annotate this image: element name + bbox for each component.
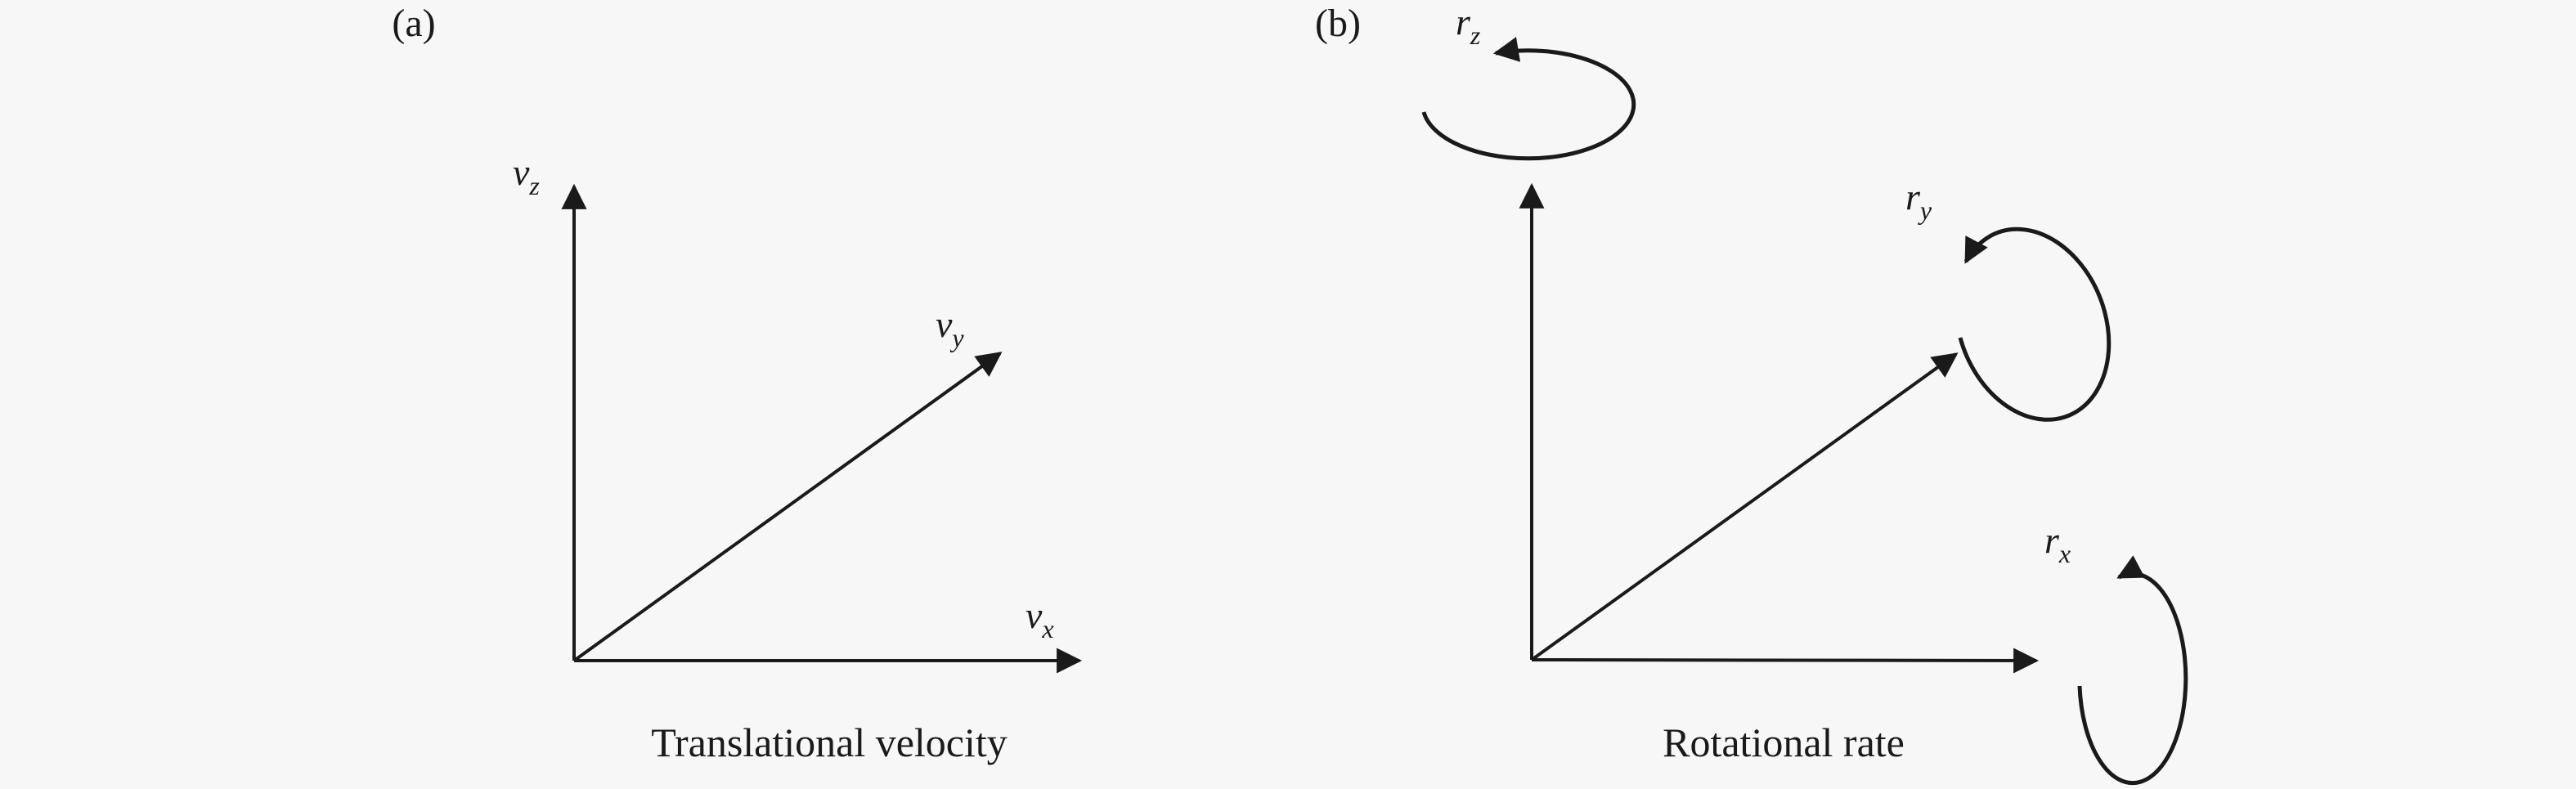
panel-b-x-axis-label: rx [2044, 519, 2071, 568]
panel-b-y-axis-label: ry [1905, 176, 1932, 225]
panel-a-x-label-base: v [1025, 594, 1043, 636]
panel-a-y-label-base: v [936, 303, 953, 345]
panel-a: (a) vz vy vx Translational velocity [392, 2, 1083, 765]
panel-a-y-axis-label: vy [936, 303, 964, 352]
panel-b-y-axis-arrow [1530, 352, 1959, 661]
panel-b: (b) rz ry rx Rotational rate [1315, 1, 2188, 786]
panel-b-x-axis-arrow [1531, 648, 2040, 674]
panel-a-y-axis-arrow [572, 352, 1003, 662]
panel-b-z-label-base: r [1456, 1, 1471, 43]
panel-a-z-axis-label: vz [513, 151, 540, 200]
panel-a-caption: Translational velocity [651, 720, 1008, 765]
panel-a-marker: (a) [392, 2, 435, 45]
panel-b-y-label-base: r [1905, 176, 1921, 217]
panel-b-x-label-base: r [2044, 519, 2060, 561]
panel-b-z-label-subscript: z [1470, 20, 1481, 50]
panel-b-marker: (b) [1315, 2, 1361, 45]
panel-b-x-rotation-arrow [2077, 555, 2188, 786]
panel-a-z-label-subscript: z [528, 171, 540, 200]
panel-a-y-label-subscript: y [949, 323, 964, 352]
panel-b-z-axis-label: rz [1456, 1, 1481, 50]
panel-a-z-label-base: v [513, 151, 530, 193]
panel-a-x-label-subscript: x [1041, 614, 1053, 643]
panel-b-x-label-subscript: x [2058, 539, 2071, 568]
panel-b-caption: Rotational rate [1663, 720, 1905, 765]
panel-b-z-rotation-arrow [1421, 37, 1636, 161]
panel-a-x-axis-label: vx [1025, 594, 1054, 643]
panel-b-y-rotation-arrow [1958, 226, 2112, 422]
panel-b-y-label-subscript: y [1918, 195, 1932, 225]
